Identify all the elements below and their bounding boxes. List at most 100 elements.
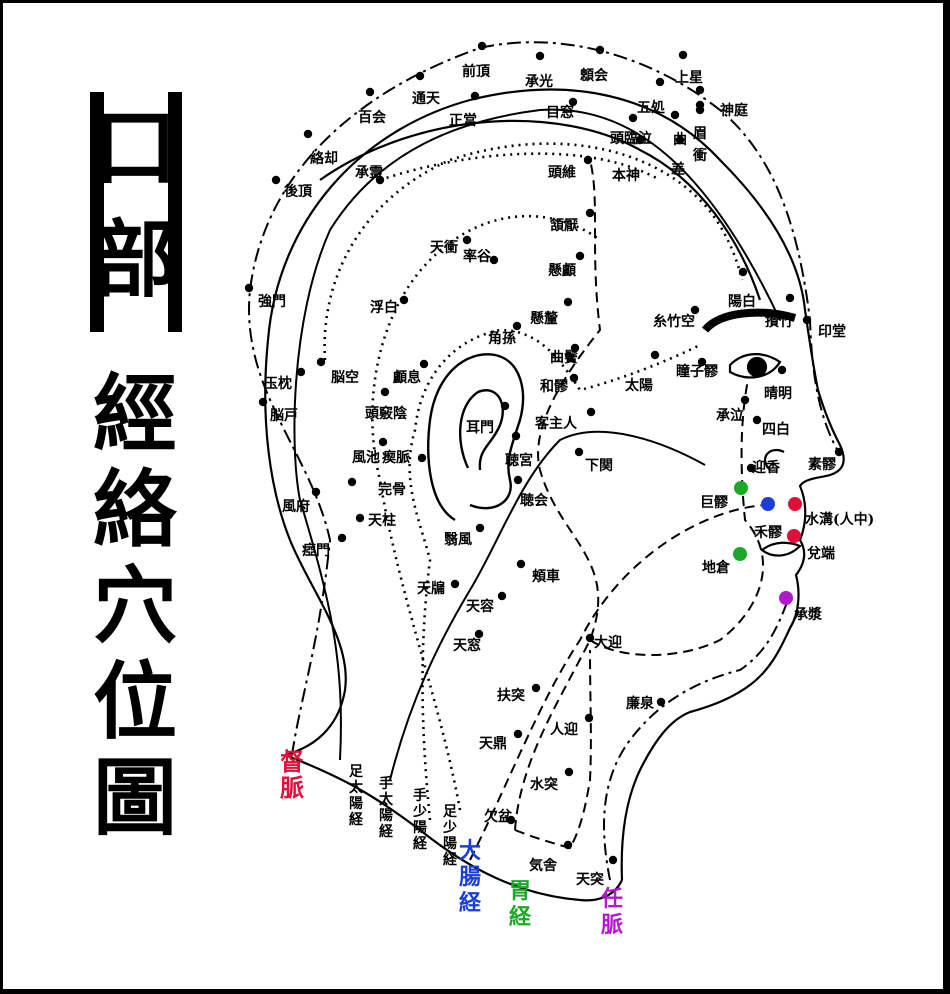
- acupoint-label: 素髎: [808, 456, 837, 473]
- acupoint-dot: [500, 401, 510, 411]
- acupoint-dot: [675, 135, 685, 145]
- meridian-label-conception: 任脈: [600, 886, 623, 938]
- title-bracket-right: [168, 92, 182, 332]
- acupoint-dot: [419, 359, 429, 369]
- acupoint-label: 率谷: [463, 248, 492, 265]
- acupoint-label: 天鼎: [479, 735, 507, 752]
- acupoint-label: 承漿: [794, 606, 823, 623]
- acupoint-label: 水溝(人中): [805, 511, 874, 528]
- acupoint-label: 大迎: [594, 634, 622, 651]
- acupoint-label: 太陽: [625, 377, 653, 394]
- acupoint-dot: [583, 155, 593, 165]
- acupoint-dot: [271, 175, 281, 185]
- acupoint-label: 天窓: [453, 637, 481, 654]
- acupoint-label: 印堂: [818, 323, 846, 340]
- acupoint-dot: [244, 283, 254, 293]
- acupoint-dot: [311, 487, 321, 497]
- acupoint-dot: [497, 591, 507, 601]
- acupoint-label: 翳風: [444, 531, 472, 548]
- acupoint-dot: [365, 87, 375, 97]
- acupoint-dot: [355, 513, 365, 523]
- acupoint-label: 後頂: [284, 183, 313, 200]
- head-outline: [264, 88, 845, 902]
- acupoint-label: 欠盆: [484, 808, 513, 825]
- meridian-label-gallbladder: 足少陽経: [442, 804, 458, 868]
- acupoint-label: 聴会: [520, 492, 549, 509]
- acupoint-dot: [585, 633, 595, 643]
- acupoint-label: 承霊: [355, 164, 383, 181]
- acupoint-dot: [516, 559, 526, 569]
- acupoint-dot: [670, 110, 680, 120]
- acupoint-dot: [470, 91, 480, 101]
- acupoint-label: 下関: [585, 458, 613, 474]
- acupoint-label: 眉: [693, 126, 707, 142]
- acupoint-dot: [531, 683, 541, 693]
- meridian-label-governor: 督脈: [280, 747, 304, 802]
- acupoint-dot: [746, 463, 756, 473]
- acupoint-label: 頭臨泣: [610, 130, 652, 147]
- acupoint-dot: [574, 447, 584, 457]
- acupoint-dot: [563, 297, 573, 307]
- acupoint-label: 瘂門: [302, 542, 330, 559]
- acupoint-dot: [378, 437, 388, 447]
- acupoint-dot: [513, 729, 523, 739]
- acupoint-dot: [777, 365, 787, 375]
- title-char-2: 部: [92, 210, 177, 309]
- acupoint-label: 上星: [675, 70, 703, 86]
- acupoint-label: 扶突: [497, 687, 525, 704]
- acupoint-dot: [477, 41, 487, 51]
- acupoint-label: 聴宮: [505, 452, 533, 469]
- meridian-label-triple-burner: 手少陽経: [412, 787, 428, 852]
- acupoint-label: 五処: [637, 99, 666, 116]
- ear: [427, 353, 525, 522]
- acupoint-dot: [569, 373, 579, 383]
- acupoint-dot: [655, 77, 665, 87]
- meridian-label-small-intestine: 手太陽経: [379, 775, 394, 840]
- meridian-label-stomach: 胃経: [509, 878, 532, 930]
- acupoint-dot: [375, 175, 385, 185]
- acupoint-label: 晴明: [764, 385, 792, 402]
- acupoint-label: 天柱: [368, 512, 396, 529]
- acupoint-dot: [399, 295, 409, 305]
- acupoint-label: 脳空: [331, 369, 359, 386]
- acupoint-dot: [563, 840, 573, 850]
- acupoint-label: 廉泉: [626, 695, 655, 712]
- acupoint-dot: [296, 367, 306, 377]
- acupoint-label: 本神: [612, 167, 640, 184]
- acupoint-label: 陽白: [728, 293, 756, 310]
- acupoint-dot: [802, 315, 812, 325]
- acupoint-label: 目窓: [546, 104, 574, 121]
- acupoint-label: 承光: [525, 73, 553, 90]
- acupoint-dot: [628, 113, 638, 123]
- acupoint-label: 曲鬢: [550, 349, 578, 366]
- title-char-3: 經: [92, 364, 177, 463]
- acupoint-label: 水突: [530, 776, 558, 793]
- acupoint-label: 懸釐: [530, 310, 558, 327]
- acupoint-dot: [608, 855, 618, 865]
- acupoint-label: 懸顱: [548, 262, 577, 279]
- acupoint-dot: [489, 255, 499, 265]
- acupoint-dot: [584, 713, 594, 723]
- title-bracket: [90, 92, 182, 332]
- acupoint-label: 差: [671, 161, 685, 178]
- acupoint-label: 糸竹空: [653, 313, 695, 330]
- nose-mouth: [760, 449, 802, 557]
- acupoint-label: 風池: [352, 449, 380, 466]
- acupoint-dot: [303, 129, 313, 139]
- acupoint-dot: [450, 579, 460, 589]
- acupoint-label: 頷厭: [549, 217, 578, 234]
- acupoint-label: 耳門: [466, 420, 494, 436]
- acupoint-dot: [347, 477, 357, 487]
- acupoint-label: 顱息: [392, 369, 421, 386]
- acupoint-dot: [337, 533, 347, 543]
- acupoint-label: 迎香: [752, 459, 781, 476]
- acupoint-label: 天容: [466, 598, 494, 615]
- acupoint-label: 気舎: [529, 857, 558, 874]
- acupoint-label: 攅竹: [765, 313, 793, 330]
- acupoint-label: 強門: [258, 293, 286, 310]
- diagram-frame: [3, 3, 943, 989]
- acupoint-label: 頬車: [532, 568, 560, 585]
- acupoint-dot: [568, 97, 578, 107]
- acupoint-label: 神庭: [720, 102, 749, 119]
- acupoint-label: 完骨: [378, 481, 406, 498]
